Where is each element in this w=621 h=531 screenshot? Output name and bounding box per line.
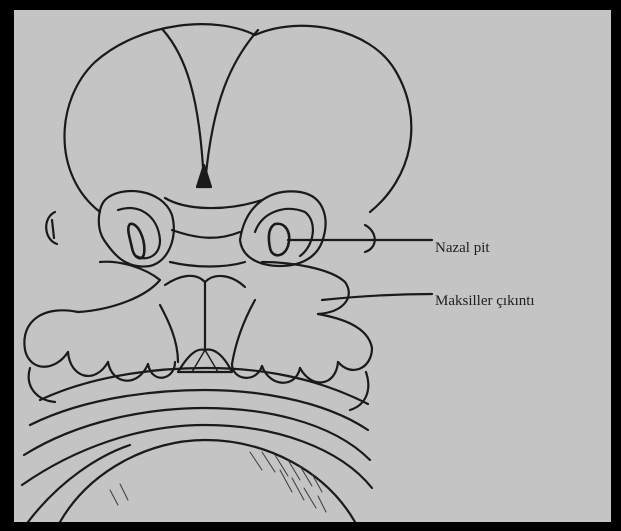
left-maxillary-process [78,262,160,312]
right-nasal-pit [269,224,289,256]
embryo-face-drawing [14,10,611,522]
right-ear [365,225,375,252]
left-ear [46,212,57,244]
label-nasal-pit: Nazal pit [435,240,490,257]
pharyngeal-arch-1 [40,368,368,404]
cardiac-bulge [60,440,355,522]
frontonasal-prominence [64,24,411,212]
median-groove [163,30,204,185]
left-nasal-pit [128,224,144,258]
right-maxillary-process [262,262,349,314]
maxillary-leader [322,294,432,300]
pharyngeal-arch-3 [24,408,370,460]
right-mandibular-arches [318,314,372,370]
label-maxillary-process: Maksiller çıkıntı [435,293,535,310]
paper-sheet: Nazal pit Maksiller çıkıntı [14,10,611,522]
